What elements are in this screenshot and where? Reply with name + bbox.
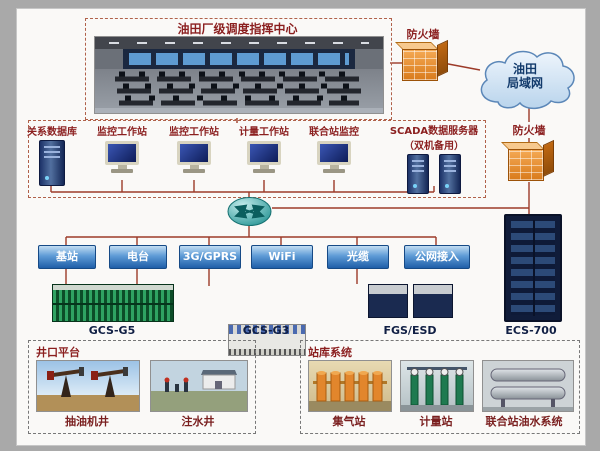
pumping-well-caption: 抽油机井 <box>65 415 109 428</box>
lan-cloud-icon <box>480 50 575 110</box>
injection-well-caption: 注水井 <box>181 415 215 428</box>
workstation-3: 计量工作站 <box>230 123 298 173</box>
pumping-well-photo <box>36 360 140 412</box>
workstation-2-label: 监控工作站 <box>169 127 219 138</box>
station-system-title: 站库系统 <box>308 346 352 359</box>
monitor-icon <box>103 141 141 173</box>
link-public-network: 公网接入 <box>404 245 470 269</box>
firewall-brick-face <box>402 49 438 81</box>
firewall-side-face <box>437 39 448 77</box>
workstation-4: 联合站监控 <box>300 123 368 173</box>
firewall-side-face <box>543 139 554 177</box>
gcs-g3-label: GCS-G3 <box>242 324 290 337</box>
gas-gathering-photo <box>308 360 392 412</box>
link-3g-gprs: 3G/GPRS <box>179 245 241 269</box>
wellhead-platform-box <box>28 340 256 434</box>
lan-cloud-label: 油田 局域网 <box>506 62 543 90</box>
database-label: 关系数据库 <box>27 127 77 138</box>
workstation-4-label: 联合站监控 <box>309 127 359 138</box>
firewall-top-label: 防火墙 <box>406 28 440 41</box>
firewall-right-label: 防火墙 <box>501 122 557 138</box>
link-wifi: WiFi <box>251 245 313 269</box>
scada-label-line1: SCADA数据服务器 <box>389 126 479 137</box>
station-system-box <box>300 340 580 434</box>
fgs-esd-label: FGS/ESD <box>383 324 437 337</box>
monitor-icon <box>315 141 353 173</box>
monitor-icon <box>175 141 213 173</box>
metering-station-photo <box>400 360 474 412</box>
oil-water-system-caption: 联合站油水系统 <box>485 415 563 428</box>
ecs-700-cabinet <box>504 214 562 322</box>
firewall-icon <box>501 139 554 182</box>
server-tower-icon <box>407 154 430 194</box>
database-server: 关系数据库 <box>22 123 82 186</box>
workstation-1: 监控工作站 <box>88 123 156 173</box>
fgs-unit-icon <box>368 284 408 318</box>
oil-water-system-photo <box>482 360 574 412</box>
workstation-group-box <box>28 120 486 198</box>
router-icon <box>227 197 272 226</box>
firewall-icon <box>395 39 448 82</box>
link-fiber: 光缆 <box>327 245 389 269</box>
metering-station-caption: 计量站 <box>419 415 453 428</box>
firewall-brick-face <box>508 149 544 181</box>
gas-gathering-caption: 集气站 <box>332 415 366 428</box>
gcs-g5-rack <box>52 284 174 322</box>
workstation-2: 监控工作站 <box>160 123 228 173</box>
ecs-700-label: ECS-700 <box>505 324 557 337</box>
cabinet-divider <box>533 220 535 316</box>
gcs-g5-label: GCS-G5 <box>88 324 136 337</box>
scada-server-icons <box>380 154 488 194</box>
server-tower-icon <box>438 154 461 194</box>
control-center-box <box>85 18 392 120</box>
scada-label-line2: （双机备用） <box>404 141 464 152</box>
control-room-photo <box>94 36 384 114</box>
database-server-icon <box>39 140 65 186</box>
workstation-3-label: 计量工作站 <box>239 127 289 138</box>
control-center-title: 油田厂级调度指挥中心 <box>177 22 298 36</box>
wellhead-platform-title: 井口平台 <box>36 346 80 359</box>
gcs-g3-controller <box>228 324 306 356</box>
scada-servers: SCADA数据服务器 （双机备用） <box>380 122 488 194</box>
link-radio: 电台 <box>109 245 167 269</box>
esd-unit-icon <box>413 284 453 318</box>
monitor-icon <box>245 141 283 173</box>
workstation-1-label: 监控工作站 <box>97 127 147 138</box>
injection-well-photo <box>150 360 248 412</box>
link-base-station: 基站 <box>38 245 96 269</box>
fgs-esd-units <box>368 284 458 318</box>
